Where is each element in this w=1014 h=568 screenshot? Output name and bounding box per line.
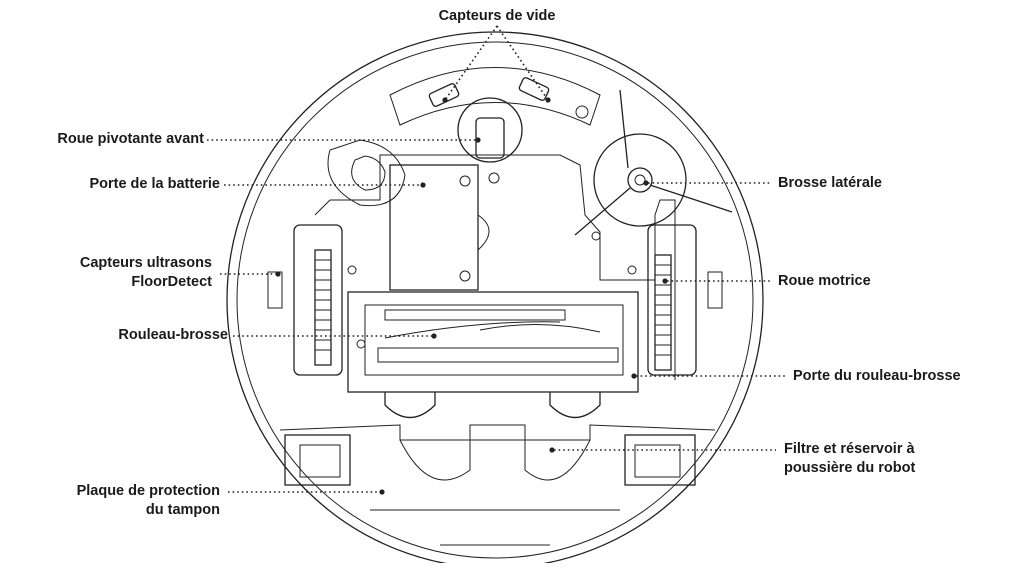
leader-dot bbox=[379, 489, 385, 495]
caster-wheel bbox=[475, 117, 505, 159]
mop-pad-left-inner bbox=[299, 444, 341, 478]
leader-dot bbox=[420, 182, 426, 188]
label-roue-motrice: Roue motrice bbox=[778, 273, 871, 289]
leader-dot bbox=[631, 373, 637, 379]
leader-capteurs-vide-left bbox=[444, 25, 498, 101]
roller-spiral bbox=[384, 321, 561, 339]
screw bbox=[356, 339, 366, 349]
roller-lower-bristles bbox=[377, 347, 619, 363]
label-capteurs-ultrasons-line2: FloorDetect bbox=[131, 274, 212, 290]
dustbin-filter bbox=[399, 424, 591, 481]
battery-screw-bottom bbox=[459, 270, 471, 282]
left-housing bbox=[327, 139, 406, 207]
mop-pad-right-inner bbox=[634, 444, 681, 478]
caster-wheel-housing bbox=[457, 97, 523, 163]
label-porte-rouleau: Porte du rouleau-brosse bbox=[793, 368, 961, 384]
label-rouleau-brosse: Rouleau-brosse bbox=[118, 327, 228, 343]
left-drive-wheel-tread bbox=[314, 249, 332, 366]
label-roue-pivotante: Roue pivotante avant bbox=[57, 131, 204, 147]
leader-dot bbox=[545, 97, 551, 103]
screw-hole bbox=[575, 105, 589, 119]
label-porte-batterie: Porte de la batterie bbox=[89, 176, 220, 192]
dustbin-top-edge bbox=[279, 424, 716, 441]
front-bumper-bay bbox=[389, 67, 601, 126]
mop-pad-left bbox=[284, 434, 351, 486]
caster-screw bbox=[488, 172, 500, 184]
label-plaque-line2: du tampon bbox=[145, 502, 220, 518]
label-brosse-laterale: Brosse latérale bbox=[778, 175, 882, 191]
roller-upper-bristles bbox=[384, 309, 566, 321]
leader-dot bbox=[643, 180, 649, 186]
right-drive-wheel-tread bbox=[654, 254, 672, 371]
label-filtre: Filtre et réservoir à poussière du robot bbox=[784, 440, 915, 478]
door-latch-left bbox=[384, 392, 436, 419]
door-latch-right bbox=[549, 392, 601, 419]
right-tread-lines bbox=[655, 264, 671, 356]
left-drive-wheel-housing bbox=[293, 224, 343, 376]
right-ultrasonic-sensor bbox=[707, 271, 723, 309]
battery-tab bbox=[477, 214, 490, 251]
side-brush-screw bbox=[634, 174, 646, 186]
robot-body-inner-rim bbox=[236, 41, 754, 559]
screw bbox=[627, 265, 637, 275]
label-plaque-line1: Plaque de protection bbox=[76, 483, 220, 499]
label-filtre-line1: Filtre et réservoir à bbox=[784, 441, 915, 457]
battery-door bbox=[389, 164, 479, 291]
left-ultrasonic-sensor bbox=[267, 271, 283, 309]
side-brush-bristle-3 bbox=[574, 187, 631, 236]
left-tread-lines bbox=[315, 259, 331, 351]
screw bbox=[591, 231, 601, 241]
roller-brush-frame bbox=[364, 304, 624, 376]
robot-body-outline bbox=[226, 31, 764, 568]
side-brush-center bbox=[627, 167, 653, 193]
right-drive-wheel-housing bbox=[647, 224, 697, 376]
chassis-outline bbox=[314, 154, 676, 380]
leader-dot bbox=[442, 97, 448, 103]
label-capteurs-ultrasons-line1: Capteurs ultrasons bbox=[79, 255, 212, 271]
leader-capteurs-vide-right bbox=[496, 25, 549, 101]
roller-brush-door bbox=[347, 291, 639, 393]
label-filtre-line2: poussière du robot bbox=[784, 460, 916, 476]
leader-dot bbox=[475, 137, 481, 143]
side-brush-hub bbox=[593, 133, 687, 227]
leader-dot bbox=[549, 447, 555, 453]
label-capteurs-ultrasons: Capteurs ultrasons FloorDetect bbox=[0, 254, 212, 292]
mop-pad-right bbox=[624, 434, 696, 486]
side-brush-bristle-2 bbox=[649, 184, 733, 213]
side-brush-bristle-1 bbox=[619, 89, 629, 169]
leader-dot bbox=[275, 271, 281, 277]
leader-dot bbox=[662, 278, 668, 284]
label-plaque-protection: Plaque de protection du tampon bbox=[0, 482, 220, 520]
roller-spiral-2 bbox=[479, 324, 601, 333]
leader-dot bbox=[431, 333, 437, 339]
screw bbox=[347, 265, 357, 275]
label-capteurs-vide: Capteurs de vide bbox=[438, 8, 556, 24]
battery-screw-top bbox=[459, 175, 471, 187]
